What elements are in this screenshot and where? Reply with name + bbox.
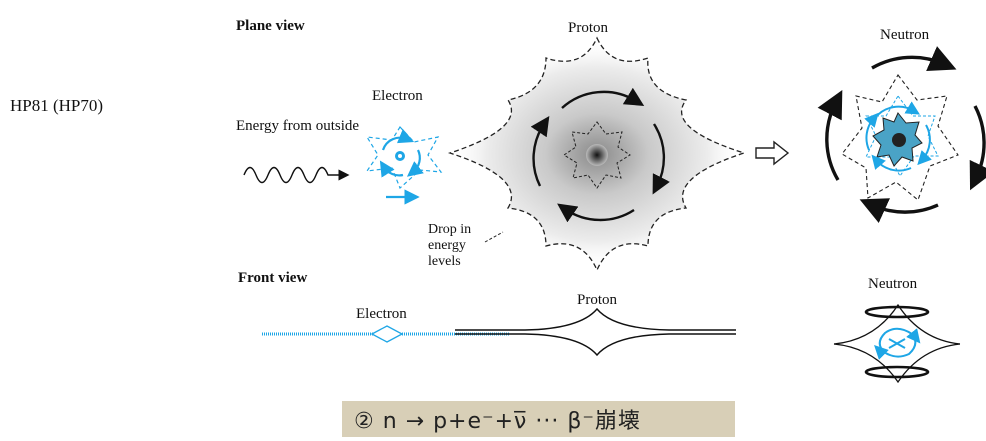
proton-core	[586, 144, 608, 166]
drop-pointer	[485, 232, 503, 242]
neutron-front	[834, 305, 960, 382]
proton-front	[455, 309, 736, 355]
transition-arrow	[756, 142, 788, 164]
energy-wave	[244, 168, 344, 183]
proton-plane	[450, 38, 744, 270]
electron-plane	[367, 127, 441, 197]
neutron-plane	[827, 57, 984, 212]
decay-formula: ② n → p+e⁻+ν̅ ··· β⁻崩壊	[342, 401, 735, 437]
